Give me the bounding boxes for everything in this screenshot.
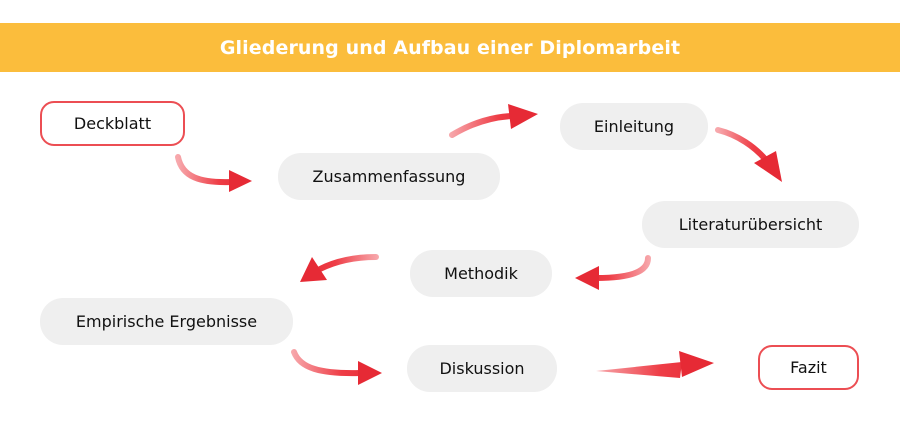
step-fazit: Fazit <box>758 345 859 390</box>
arrow-zusammenfassung-einleitung <box>449 104 538 138</box>
step-literaturuebersicht: Literaturübersicht <box>642 201 859 248</box>
arrow-methodik-empirische <box>300 254 379 282</box>
arrow-deckblatt-zusammenfassung <box>175 154 252 192</box>
diagram-title: Gliederung und Aufbau einer Diplomarbeit <box>219 36 681 59</box>
step-empirische-ergebnisse: Empirische Ergebnisse <box>40 298 293 345</box>
title-banner: Gliederung und Aufbau einer Diplomarbeit <box>0 23 900 72</box>
step-einleitung: Einleitung <box>560 103 708 150</box>
arrow-einleitung-literatur <box>715 127 782 182</box>
step-zusammenfassung: Zusammenfassung <box>278 153 500 200</box>
arrow-diskussion-fazit <box>596 351 714 378</box>
step-diskussion: Diskussion <box>407 345 557 392</box>
arrow-literatur-methodik <box>575 255 651 290</box>
arrow-empirische-diskussion <box>291 349 382 385</box>
step-deckblatt: Deckblatt <box>40 101 185 146</box>
step-methodik: Methodik <box>410 250 552 297</box>
